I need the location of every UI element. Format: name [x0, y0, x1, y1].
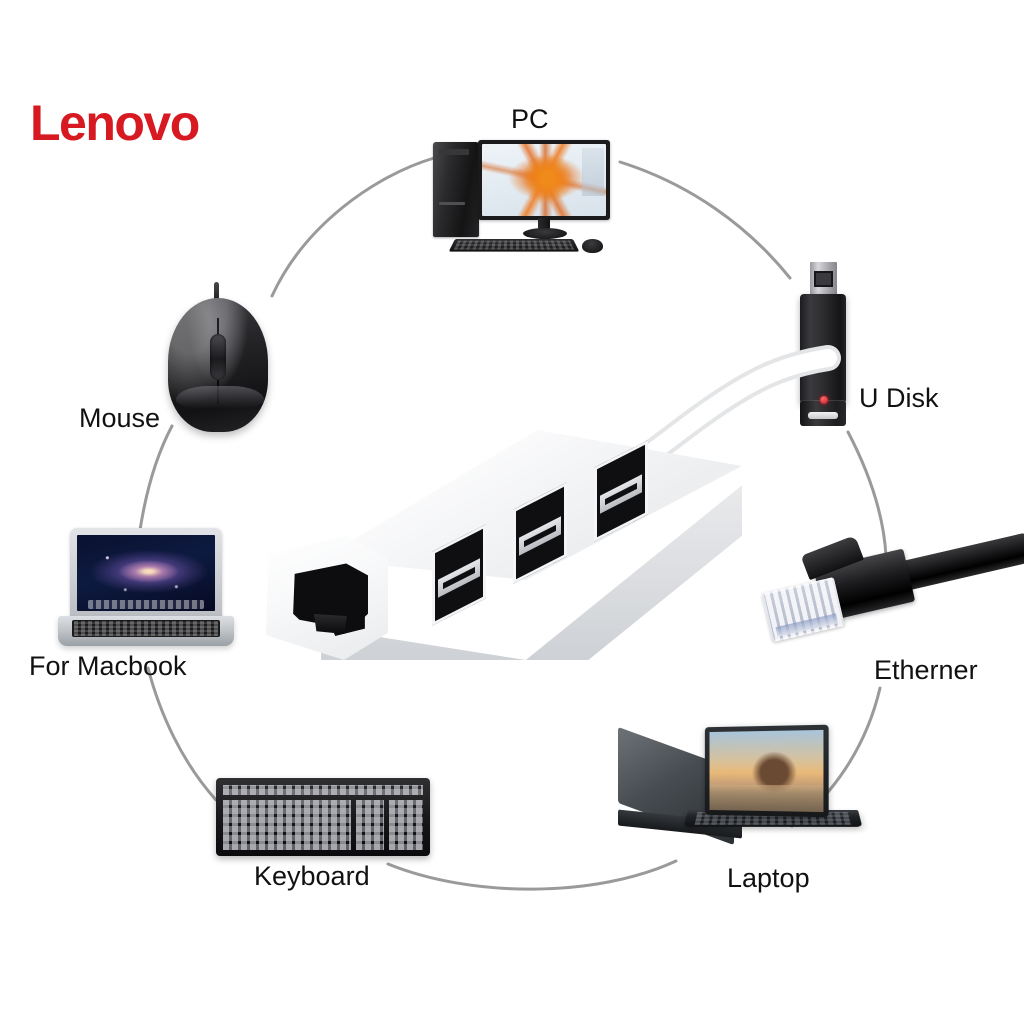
monitor-wallpaper — [482, 144, 606, 216]
ethernet-cable-jacket — [892, 532, 1024, 593]
computer-mouse-icon — [168, 298, 268, 432]
monitor-stand-base — [523, 228, 567, 239]
keyboard-numpad-cluster — [389, 800, 423, 850]
laptop-beach-wallpaper — [709, 729, 824, 813]
device-ethernet — [752, 532, 1024, 666]
keyboard-function-row — [223, 785, 423, 795]
rj45-port-tab-notch — [314, 614, 347, 634]
macos-dock-icon — [88, 600, 204, 609]
label-udisk: U Disk — [859, 383, 939, 413]
keyboard-icon — [216, 778, 430, 856]
laptop-front-lid — [704, 724, 829, 818]
macbook-keyboard-icon — [72, 620, 220, 637]
macbook-base — [58, 616, 234, 646]
monitor-icon — [478, 140, 610, 220]
label-pc: PC — [511, 104, 549, 134]
usb-drive-label-strip — [808, 412, 838, 419]
device-udisk — [796, 262, 850, 428]
arc-mouse-to-pc — [270, 156, 436, 298]
mouse-palm-rest — [176, 386, 264, 408]
usb-drive-led-indicator — [820, 396, 828, 404]
arc-macbook-to-mouse — [138, 424, 174, 532]
device-laptop — [618, 722, 863, 852]
pc-keyboard-icon — [448, 239, 580, 252]
monitor-stand-neck — [538, 218, 550, 231]
label-keyboard: Keyboard — [254, 861, 370, 891]
mouse-scroll-wheel-icon — [210, 334, 226, 380]
arc-pc-to-udisk — [618, 160, 792, 280]
macbook-lid — [70, 528, 222, 620]
label-laptop: Laptop — [727, 863, 810, 893]
lenovo-logo: Lenovo — [30, 95, 200, 151]
arc-laptop-to-keyboard — [386, 859, 678, 891]
device-mouse — [166, 282, 270, 434]
device-keyboard — [216, 778, 430, 856]
mouse-cable-icon — [214, 282, 219, 304]
label-ethernet: Etherner — [874, 655, 978, 685]
pc-mouse-icon — [582, 239, 603, 253]
macbook-galaxy-wallpaper — [77, 535, 215, 611]
keyboard-nav-cluster — [356, 800, 384, 850]
device-pc — [430, 138, 620, 263]
label-mouse: Mouse — [79, 403, 161, 433]
keyboard-main-cluster — [223, 800, 351, 850]
hub-body — [258, 360, 778, 700]
device-macbook — [58, 528, 234, 652]
label-macbook: For Macbook — [29, 651, 187, 681]
product-usb-ethernet-hub — [258, 345, 841, 700]
arc-keyboard-to-macbook — [146, 666, 218, 802]
desktop-tower-icon — [433, 142, 479, 237]
